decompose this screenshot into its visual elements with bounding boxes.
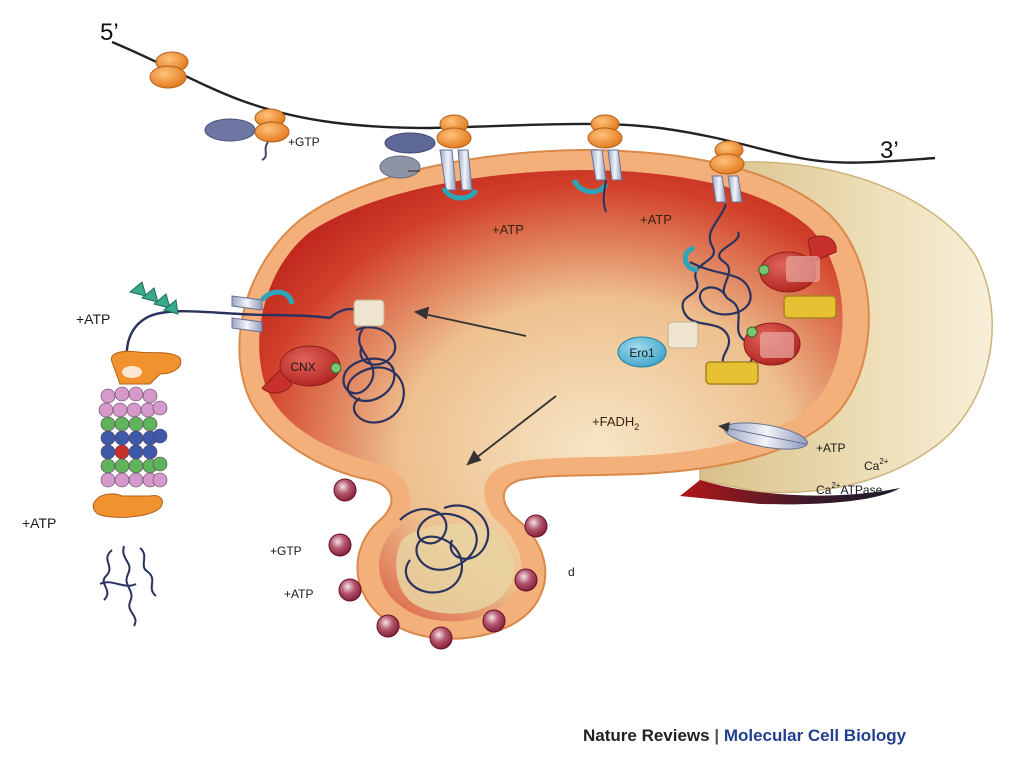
ribosome-translocon-2 (571, 114, 623, 213)
ero1-label: Ero1 (629, 346, 655, 360)
ero1-partner-box (667, 321, 699, 349)
ubiquitin-chain (128, 281, 179, 315)
atp-retrotranslocon-label: +ATP (76, 311, 110, 327)
calcium-ion-label: Ca2+ (864, 457, 889, 473)
journal-credit: Nature Reviews | Molecular Cell Biology (583, 726, 906, 746)
gtp-top-label: +GTP (288, 135, 320, 149)
journal-name: Molecular Cell Biology (723, 726, 907, 745)
ribosome-translocon-3 (709, 140, 745, 203)
publisher-name: Nature Reviews (583, 726, 710, 745)
proteasome (92, 350, 182, 518)
mrna-strand (111, 40, 936, 164)
process-arrows (413, 306, 557, 466)
folding-polypeptide-left (329, 308, 405, 424)
mrna-5prime-label: 5’ (100, 19, 119, 46)
pdi-box-upper (783, 295, 837, 319)
chaperone-box-upper (786, 256, 820, 282)
atp-pump-label: +ATP (816, 441, 845, 455)
retro-polypeptide (125, 310, 331, 373)
folding-polypeptide-right (681, 203, 754, 371)
vesicle-coat (328, 478, 548, 650)
fadh2-label: +FADH2 (592, 414, 639, 432)
panel-letter-d: d (568, 565, 575, 579)
ero1-protein (617, 336, 667, 368)
chaperone-hook-right (682, 245, 699, 273)
ribosome-translocon-1 (436, 114, 479, 201)
atp-lumen-left-label: +ATP (492, 222, 524, 237)
atp-vesicle-label: +ATP (284, 587, 313, 601)
vesicle-cargo (399, 504, 490, 594)
peptide-fragments (99, 545, 157, 627)
gtp-vesicle-label: +GTP (270, 544, 302, 558)
calnexin (261, 345, 342, 394)
srp-receptor (379, 132, 436, 179)
ribosome-free (149, 51, 189, 89)
credit-separator: | (709, 726, 724, 745)
atp-lumen-right-label: +ATP (640, 212, 672, 227)
chaperone-box-left (353, 299, 385, 327)
ca-atpase-label: Ca2+ATPase (816, 481, 883, 497)
pdi-box-lower (705, 361, 759, 385)
atp-proteasome-label: +ATP (22, 515, 56, 531)
srp-complex (204, 108, 290, 161)
mrna-3prime-label: 3’ (880, 137, 899, 164)
retrotranslocon (231, 289, 295, 333)
chaperone-box-lower (760, 332, 794, 358)
ca-atpase-pump (718, 422, 808, 450)
cnx-label: CNX (290, 360, 315, 374)
